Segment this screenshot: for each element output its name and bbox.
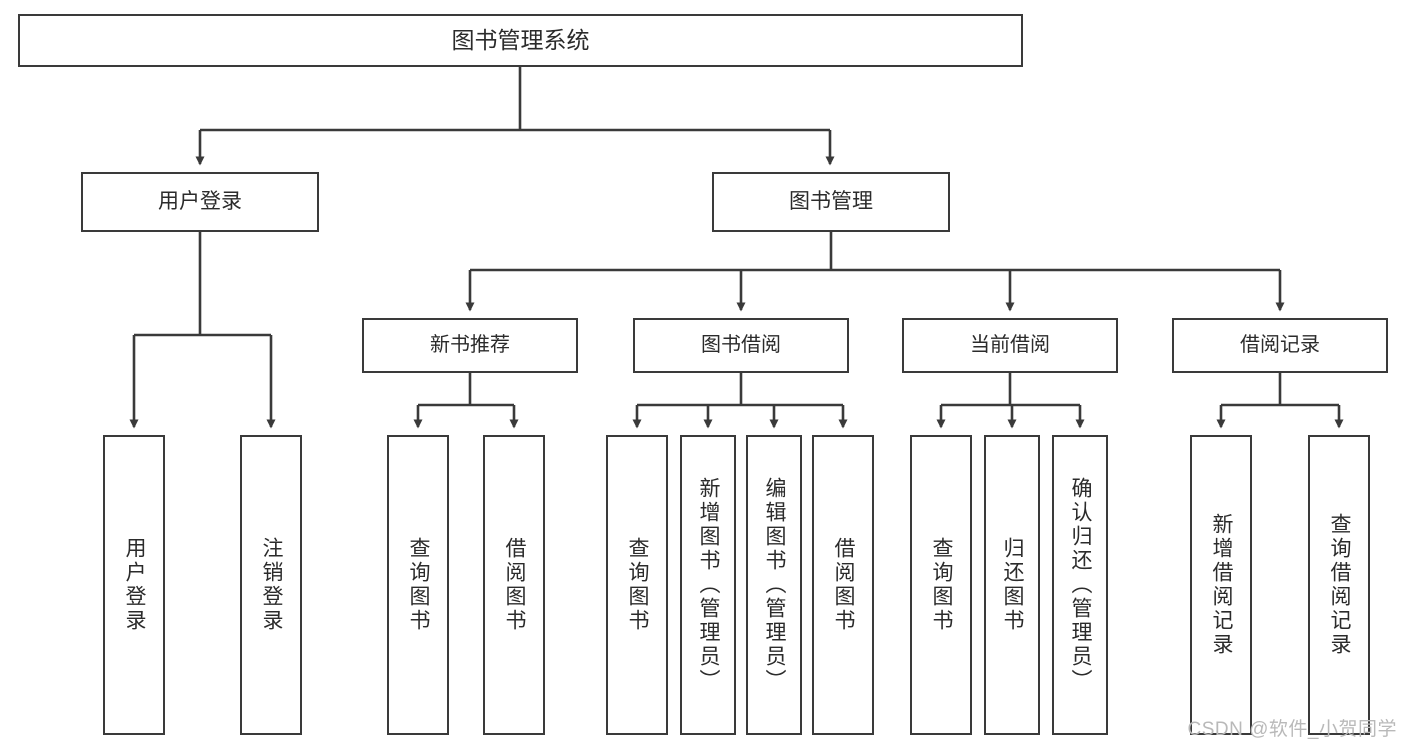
node-current-borrow[interactable]: 当前借阅 [902,318,1118,373]
node-user-login[interactable]: 用户登录 [81,172,319,232]
node-leaf-edit-book-label: 编辑图书（管理员） [763,477,787,693]
node-borrow-record-label: 借阅记录 [1240,334,1320,357]
node-leaf-query-book-2-label: 查询图书 [626,537,650,633]
node-new-book-rec[interactable]: 新书推荐 [362,318,578,373]
node-leaf-borrow-book-1-label: 借阅图书 [503,537,527,633]
node-book-borrow-label: 图书借阅 [701,334,781,357]
node-leaf-confirm-return-label: 确认归还（管理员） [1069,477,1093,693]
node-leaf-add-book[interactable]: 新增图书（管理员） [680,435,736,735]
node-leaf-query-book-3-label: 查询图书 [930,537,954,633]
csdn-watermark: CSDN @软件_小贺同学 [1187,719,1397,740]
node-leaf-user-login[interactable]: 用户登录 [103,435,165,735]
node-leaf-logout[interactable]: 注销登录 [240,435,302,735]
node-root[interactable]: 图书管理系统 [18,14,1023,67]
node-book-borrow[interactable]: 图书借阅 [633,318,849,373]
node-book-manage[interactable]: 图书管理 [712,172,950,232]
node-leaf-borrow-book-2-label: 借阅图书 [832,537,856,633]
node-leaf-query-book-1-label: 查询图书 [407,537,431,633]
node-leaf-return-book-label: 归还图书 [1001,537,1025,633]
node-leaf-add-record[interactable]: 新增借阅记录 [1190,435,1252,735]
node-leaf-query-record-label: 查询借阅记录 [1328,513,1352,657]
node-leaf-query-book-3[interactable]: 查询图书 [910,435,972,735]
node-leaf-borrow-book-1[interactable]: 借阅图书 [483,435,545,735]
node-leaf-query-book-1[interactable]: 查询图书 [387,435,449,735]
node-borrow-record[interactable]: 借阅记录 [1172,318,1388,373]
node-book-manage-label: 图书管理 [789,190,873,214]
node-current-borrow-label: 当前借阅 [970,334,1050,357]
node-leaf-query-book-2[interactable]: 查询图书 [606,435,668,735]
node-user-login-label: 用户登录 [158,190,242,214]
node-leaf-user-login-label: 用户登录 [123,537,147,633]
node-leaf-query-record[interactable]: 查询借阅记录 [1308,435,1370,735]
node-leaf-confirm-return[interactable]: 确认归还（管理员） [1052,435,1108,735]
node-new-book-rec-label: 新书推荐 [430,334,510,357]
node-root-label: 图书管理系统 [451,27,590,54]
node-leaf-return-book[interactable]: 归还图书 [984,435,1040,735]
node-leaf-add-book-label: 新增图书（管理员） [697,477,721,693]
node-leaf-edit-book[interactable]: 编辑图书（管理员） [746,435,802,735]
node-leaf-logout-label: 注销登录 [260,537,284,633]
node-leaf-borrow-book-2[interactable]: 借阅图书 [812,435,874,735]
node-leaf-add-record-label: 新增借阅记录 [1210,513,1234,657]
